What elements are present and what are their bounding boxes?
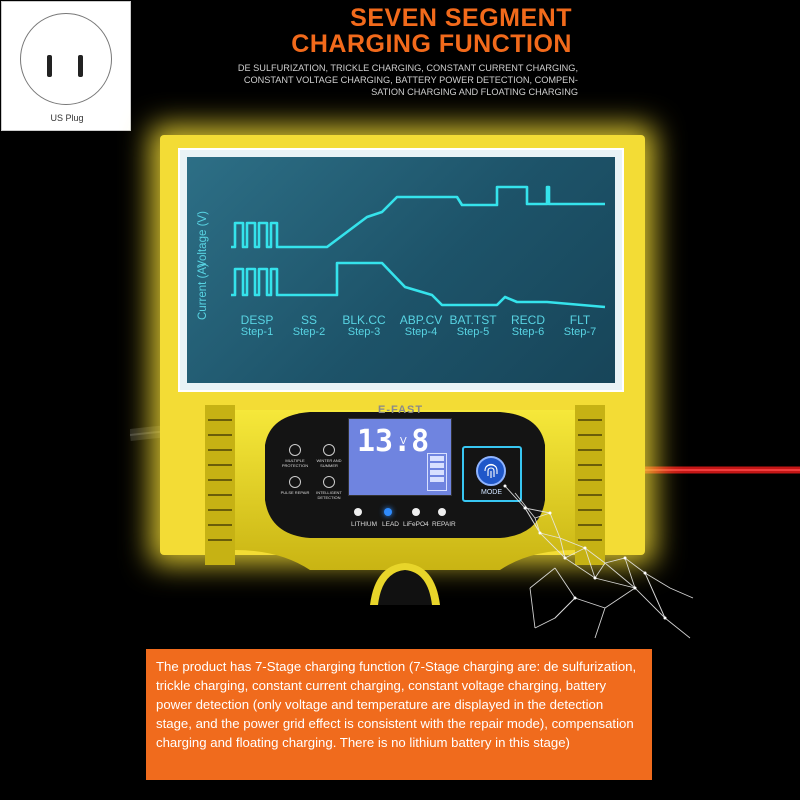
pulse-icon — [289, 476, 301, 488]
plug-pin-left — [47, 55, 52, 77]
battery-level-icon — [427, 453, 447, 491]
charger-display: 13.8 V — [348, 418, 452, 496]
mode-label-repair: REPAIR — [432, 521, 456, 528]
wireframe-hand-graphic — [503, 484, 694, 639]
fingerprint-icon — [484, 463, 498, 478]
shield-icon — [289, 444, 301, 456]
us-plug-icon — [20, 13, 112, 105]
subtitle-line-1: DE SULFURIZATION, TRICKLE CHARGING, CONS… — [237, 63, 578, 73]
left-button-3-label: PULSE REPAIR — [280, 490, 310, 495]
mode-label-lifepo4: LiFePO4 — [403, 521, 429, 528]
step-7-name: FLT — [569, 313, 591, 327]
step-6-label: Step-6 — [511, 326, 545, 338]
mode-button[interactable] — [476, 456, 506, 486]
step-5-name: BAT.TST — [449, 313, 497, 327]
step-5-label: Step-5 — [456, 326, 490, 338]
current-curve — [231, 261, 606, 309]
step-4-label: Step-4 — [404, 326, 438, 338]
mode-button-frame — [462, 446, 522, 502]
left-button-4-label: INTELLIGENT DETECTION — [316, 490, 342, 500]
description-box: The product has 7-Stage charging functio… — [146, 649, 652, 780]
subtitle-line-2: CONSTANT VOLTAGE CHARGING, BATTERY POWER… — [243, 75, 578, 85]
step-7-label: Step-7 — [563, 326, 597, 338]
season-icon — [323, 444, 335, 456]
step-3-label: Step-3 — [347, 326, 381, 338]
display-unit: V — [400, 436, 407, 447]
title-line-1: SEVEN SEGMENT — [350, 4, 572, 32]
step-4-name: ABP.CV — [399, 313, 443, 327]
left-button-2-label: WINTER AND SUMMER — [316, 458, 342, 468]
mode-button-label: MODE — [481, 489, 502, 496]
plug-label: US Plug — [50, 113, 84, 123]
left-button-1[interactable]: MULTIPLE PROTECTION — [280, 444, 310, 468]
step-2-label: Step-2 — [292, 326, 326, 338]
plug-pin-right — [78, 55, 83, 77]
mode-label-lithium: LITHIUM — [351, 521, 377, 528]
left-button-2[interactable]: WINTER AND SUMMER — [314, 444, 344, 468]
repair-led — [438, 508, 446, 516]
lead-led — [384, 508, 392, 516]
detect-icon — [323, 476, 335, 488]
step-1-label: Step-1 — [240, 326, 274, 338]
display-value: 13.8 — [357, 424, 430, 459]
lithium-led — [354, 508, 362, 516]
plug-card: US Plug — [1, 1, 131, 131]
step-6-name: RECD — [510, 313, 545, 327]
left-button-4[interactable]: INTELLIGENT DETECTION — [314, 476, 344, 500]
left-button-3[interactable]: PULSE REPAIR — [280, 476, 310, 495]
mode-label-lead: LEAD — [382, 521, 399, 528]
title-line-2: CHARGING FUNCTION — [291, 30, 572, 58]
step-2-name: SS — [300, 313, 317, 327]
step-1-name: DESP — [240, 313, 274, 327]
subtitle-line-3: SATION CHARGING AND FLOATING CHARGING — [371, 87, 578, 97]
charging-curves — [231, 185, 606, 309]
lifepo4-led — [412, 508, 420, 516]
left-button-1-label: MULTIPLE PROTECTION — [281, 458, 309, 468]
brand-logo: E-FAST — [378, 404, 424, 416]
voltage-curve — [231, 185, 605, 249]
step-3-name: BLK.CC — [342, 313, 386, 327]
